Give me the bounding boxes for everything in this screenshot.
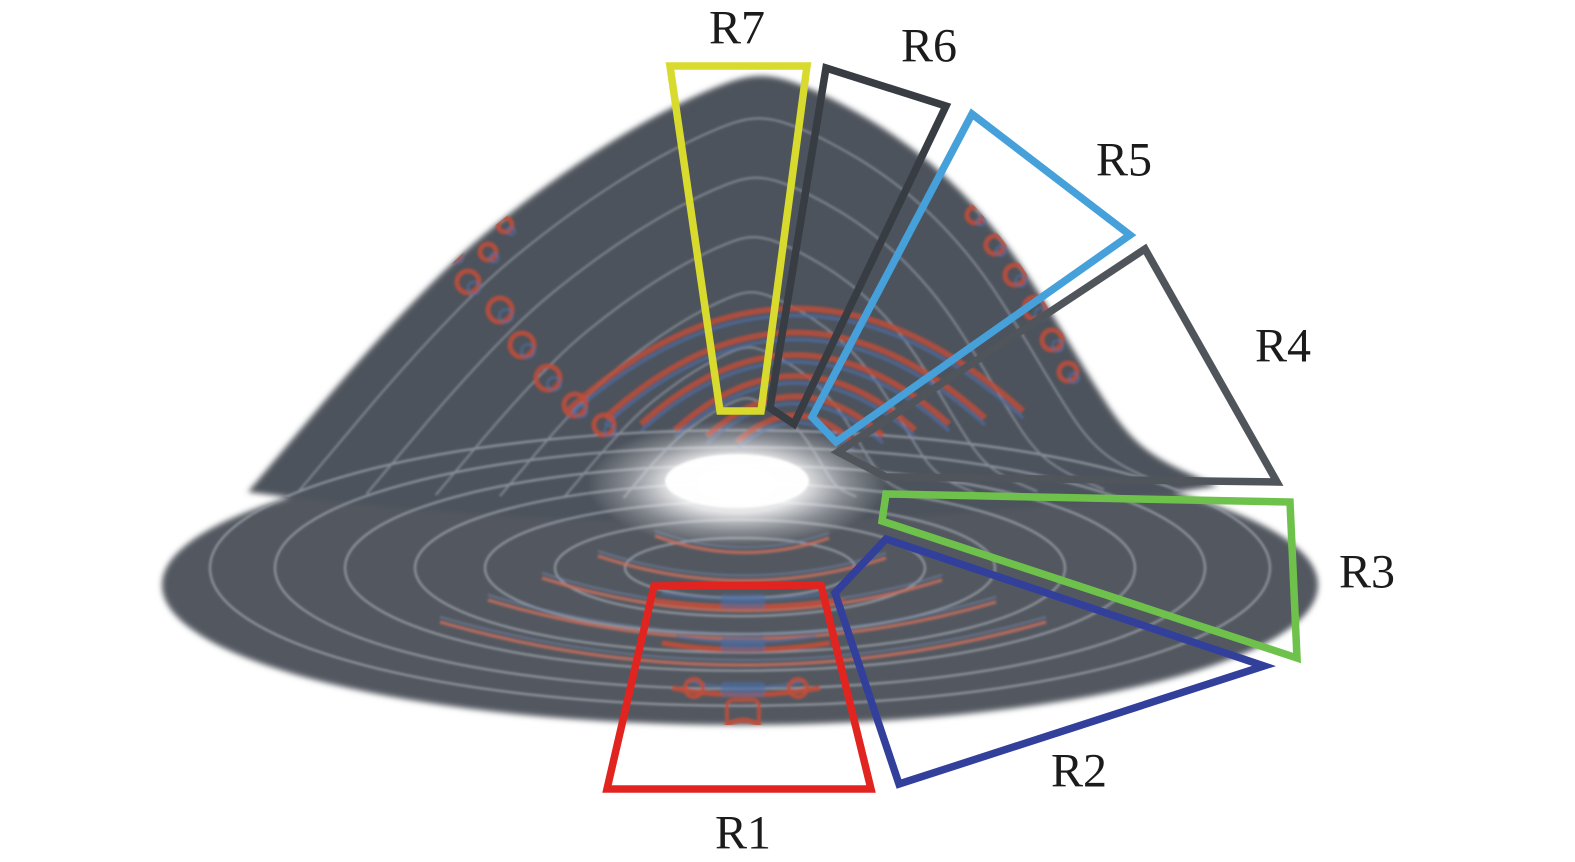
swirl-blue	[994, 244, 1008, 258]
swirl-red	[454, 268, 482, 296]
central-source	[665, 454, 809, 508]
plume-cap	[716, 717, 770, 725]
heated-ring-arcs	[439, 530, 1047, 667]
plume-band-core	[721, 594, 765, 609]
swirl-red	[533, 363, 563, 393]
plume-stem	[725, 698, 761, 725]
region-r5-label: R5	[1096, 134, 1152, 187]
swirl-red	[507, 330, 537, 360]
swirl-blue	[520, 343, 536, 359]
heated-ring-arc	[597, 554, 887, 583]
shock-arc-red	[564, 305, 1026, 414]
swirl-red	[440, 240, 464, 264]
region-outlines	[602, 62, 1301, 793]
plume-base-arc	[700, 772, 786, 783]
heated-ring-arc-blue-edge	[487, 594, 997, 635]
swirl-blue	[1067, 371, 1081, 385]
swirl-blue	[505, 225, 517, 237]
swirl-blue	[488, 252, 500, 264]
region-r3-label: R3	[1339, 546, 1395, 599]
region-r2-label: R2	[1051, 745, 1107, 798]
swirl-red	[477, 241, 499, 263]
dome-ring-contour	[296, 117, 1171, 494]
swirl-red	[1002, 262, 1028, 288]
heated-ring-arc-blue-edge	[439, 616, 1047, 661]
shock-arc-blue	[639, 360, 951, 433]
swirl-blue	[573, 403, 589, 419]
shock-arc-red	[704, 393, 886, 439]
region-r7-label: R7	[709, 2, 765, 55]
swirl-red	[561, 391, 589, 419]
region-r1-outline	[602, 581, 876, 793]
plume-band-core	[721, 637, 765, 652]
region-r4-outline	[830, 243, 1284, 486]
region-r6-label: R6	[901, 20, 957, 73]
swirl-red	[591, 412, 617, 438]
swirl-red	[983, 233, 1007, 257]
region-r4-label: R4	[1255, 320, 1311, 373]
heated-ring-arc	[541, 576, 943, 613]
dome-ring-contour	[365, 176, 1105, 495]
swirl-blue	[498, 308, 514, 324]
region-labels: R1 R2 R3 R4 R5 R6 R7	[709, 2, 1395, 860]
swirl-red	[495, 215, 515, 235]
swirl-blue	[546, 376, 562, 392]
swirl-blue	[1014, 274, 1028, 288]
heated-ring-arc-blue-edge	[597, 550, 887, 577]
swirl-red	[1056, 360, 1080, 384]
plume-curl	[683, 677, 705, 699]
region-r5-outline	[807, 108, 1137, 447]
swirl-red	[485, 295, 515, 325]
swirl-blue	[975, 215, 987, 227]
plume-curl	[787, 677, 809, 699]
region-r2-outline	[830, 534, 1276, 789]
swirl-blue	[466, 280, 482, 296]
plume-cap-curl	[709, 743, 729, 763]
region-r7-outline	[665, 62, 812, 415]
region-r3-outline	[877, 490, 1301, 664]
heated-ring-arc	[439, 620, 1047, 667]
heated-ring-arc	[654, 534, 830, 555]
region-r1-label: R1	[715, 807, 771, 860]
plume-cap-curl	[757, 743, 777, 763]
plume-band-core	[721, 682, 765, 697]
swirl-blue	[603, 424, 617, 438]
swirl-red	[1039, 327, 1065, 353]
swirl-blue	[1051, 339, 1065, 353]
region-r6-outline	[765, 63, 952, 430]
mushroom-plume	[647, 591, 845, 783]
